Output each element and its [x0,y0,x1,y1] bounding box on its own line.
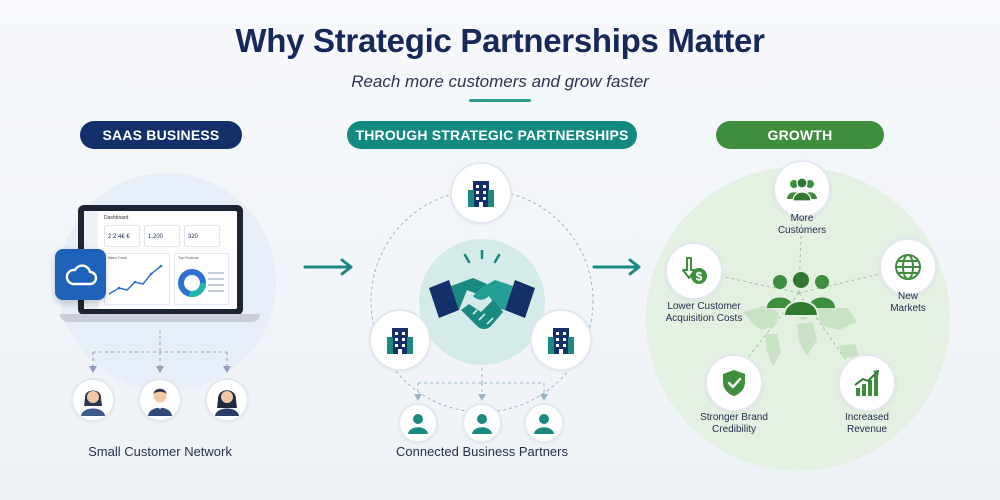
chart-growth-icon [854,370,879,396]
partner-building-node [530,309,592,371]
kpi-value: 1,200 [148,234,164,240]
benefit-label: Stronger Brand Credibility [684,412,784,436]
partner-avatar [524,403,564,443]
laptop-base [60,314,260,322]
world-map-icon [735,300,865,370]
page-title: Why Strategic Partnerships Matter [235,22,765,59]
line-chart-icon [108,264,163,295]
benefit-increased-revenue-node [838,354,896,412]
benefit-label-line: Markets [890,303,926,314]
benefit-label-line: More [790,213,814,224]
middle-caption: Connected Business Partners [396,444,568,459]
benefit-label-line: New [897,291,918,302]
benefit-label-line: Increased [845,412,889,423]
benefit-brand-credibility-node [705,354,763,412]
kpi-value: 320 [188,234,199,240]
benefit-label: More Customers [752,213,852,237]
benefit-new-markets-node [879,238,937,296]
building-icon [548,328,574,354]
partner-avatar [398,403,438,443]
dashboard-title: Dashboard [104,215,129,221]
benefit-label: New Markets [858,291,958,315]
benefit-label: Lower Customer Acquisition Costs [644,301,764,325]
person-icon [81,390,105,416]
kpi-card: 2 2.4€ € [104,225,140,247]
building-icon [387,328,413,354]
benefit-more-customers-node [773,160,831,218]
benefit-label-line: Stronger Brand [700,412,768,423]
donut-chart-icon [178,269,224,297]
person-icon [408,414,428,434]
benefit-label-line: Revenue [846,424,888,435]
globe-icon [895,254,921,280]
building-icon [468,181,494,207]
benefit-label-line: Lower Customer [667,301,741,312]
person-icon [215,390,239,416]
saas-business-pill: SAAS BUSINESS [80,121,242,149]
group-icon [764,268,838,318]
benefit-label: Increased Revenue [817,412,917,436]
dollar-down-icon: $ [682,257,707,284]
donut-chart-card: Top Products [174,253,229,305]
customer-avatar [71,378,115,422]
benefit-label-line: Customers [777,225,827,236]
left-caption: Small Customer Network [88,444,232,459]
partnerships-pill: THROUGH STRATEGIC PARTNERSHIPS [347,121,637,149]
cloud-icon [55,249,106,300]
chart-label: Top Products [178,256,199,260]
page-subtitle: Reach more customers and grow faster [351,72,649,91]
group-icon [787,177,817,201]
kpi-card: 320 [184,225,220,247]
benefit-label-line: Acquisition Costs [665,313,743,324]
partner-avatar [462,403,502,443]
customer-avatar [138,378,182,422]
person-icon [534,414,554,434]
kpi-value: 2 2.4€ € [108,234,130,240]
kpi-card: 1,200 [144,225,180,247]
growth-pill: GROWTH [716,121,884,149]
partner-building-node [450,162,512,224]
svg-text:$: $ [696,270,703,284]
dashboard-mockup: Dashboard 2 2.4€ € 1,200 320 Sales Trend… [84,211,237,309]
customer-avatar [205,378,249,422]
line-chart-card: Sales Trend [104,253,170,305]
benefit-label-line: Credibility [712,424,756,435]
handshake-icon [427,248,537,354]
partner-building-node [369,309,431,371]
shield-check-icon [723,370,745,396]
chart-label: Sales Trend [108,256,127,260]
person-icon [148,388,172,416]
title-divider [469,99,531,102]
benefit-lower-cac-node: $ [665,242,723,300]
person-icon [472,414,492,434]
